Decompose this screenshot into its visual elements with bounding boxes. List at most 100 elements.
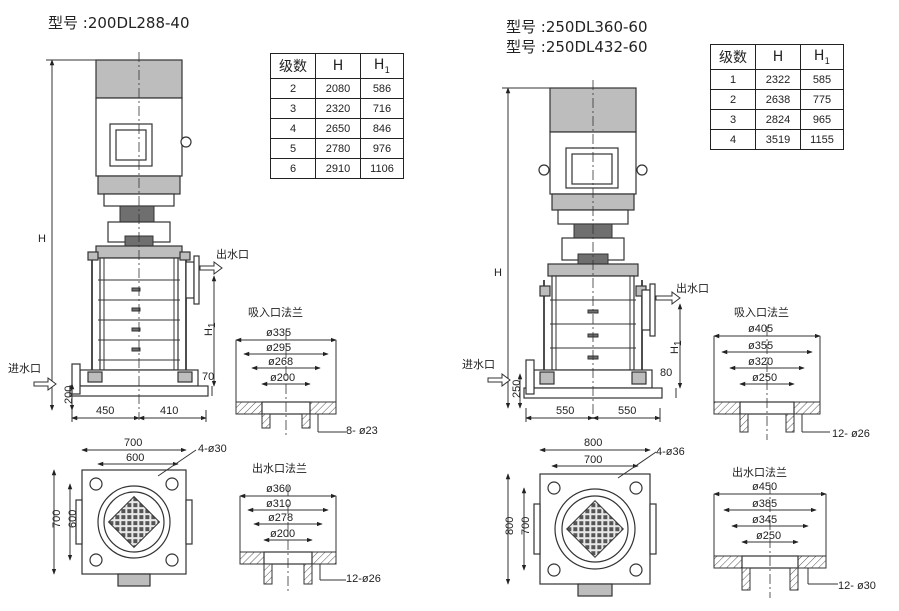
right-suction-d1: ø405 <box>748 323 773 335</box>
right-dim-550b: 550 <box>618 405 636 417</box>
left-discharge-d3: ø278 <box>268 512 293 524</box>
left-outlet-arrow <box>199 261 223 275</box>
right-dim-80: 80 <box>660 367 672 379</box>
left-discharge-d4: ø200 <box>270 528 295 540</box>
right-bolt-label: 4-ø36 <box>656 446 685 458</box>
left-H1-label: H1 <box>203 322 218 336</box>
right-discharge-d4: ø250 <box>756 530 781 542</box>
right-discharge-holes: 12- ø30 <box>838 580 876 592</box>
table-cell: 4 <box>710 129 756 150</box>
table-cell: 976 <box>360 138 404 159</box>
right-suction-holes: 12- ø26 <box>832 428 870 440</box>
right-pump-group: 型号 :250DL360-60 型号 :250DL432-60 H <box>462 18 876 598</box>
left-dim-600-left: 600 <box>67 510 79 528</box>
left-discharge-d2: ø310 <box>266 498 291 510</box>
right-pump-body <box>539 275 656 382</box>
table-cell: 2824 <box>755 109 801 130</box>
left-H-label: H <box>38 233 46 245</box>
left-pump-body <box>87 251 200 378</box>
right-motor <box>538 87 648 225</box>
left-table-header-row: 级数 H H1 <box>270 53 404 79</box>
left-discharge-d1: ø360 <box>266 483 291 495</box>
left-inlet-label: 进水口 <box>8 362 41 375</box>
table-cell: 3 <box>710 109 756 130</box>
left-dim-700-top: 700 <box>124 437 142 449</box>
left-dim-450: 450 <box>96 405 114 417</box>
right-H1-label: H1 <box>669 340 684 354</box>
right-plan-view: 800 700 4-ø36 800 700 <box>504 437 685 597</box>
left-suction-d4: ø200 <box>270 372 295 384</box>
right-suction-d2: ø355 <box>748 340 773 352</box>
table-cell: 2 <box>270 78 316 99</box>
table-cell: 3519 <box>755 129 801 150</box>
right-outlet-arrow <box>655 291 681 305</box>
table-cell: 965 <box>800 109 844 130</box>
right-dim-800-left: 800 <box>504 517 516 535</box>
left-plan-view: 700 600 4-ø30 700 600 <box>51 437 227 587</box>
table-cell: 2910 <box>315 158 361 179</box>
right-discharge-title: 出水口法兰 <box>732 465 787 479</box>
left-discharge-flange: 出水口法兰 ø360 ø310 ø278 ø200 12-ø26 <box>239 461 381 592</box>
table-cell: 2780 <box>315 138 361 159</box>
left-suction-flange: 吸入口法兰 ø335 ø295 ø268 ø200 8- ø23 <box>235 305 378 437</box>
left-suction-holes: 8- ø23 <box>346 425 378 437</box>
table-cell: 2638 <box>755 89 801 110</box>
right-dim-550a: 550 <box>556 405 574 417</box>
left-table-header-stages: 级数 <box>270 53 316 79</box>
table-cell: 2322 <box>755 69 801 90</box>
table-cell: 2650 <box>315 118 361 139</box>
table-cell: 2080 <box>315 78 361 99</box>
right-dim-250: 250 <box>511 380 523 398</box>
left-dim-410: 410 <box>160 405 178 417</box>
left-inlet-arrow <box>33 377 57 391</box>
right-model-label-2: 型号 :250DL432-60 <box>506 38 648 56</box>
right-dim-700-left: 700 <box>520 517 532 535</box>
table-cell: 716 <box>360 98 404 119</box>
right-discharge-d1: ø450 <box>752 481 777 493</box>
table-cell: 4 <box>270 118 316 139</box>
left-dim-600-top: 600 <box>126 452 144 464</box>
table-cell: 585 <box>800 69 844 90</box>
right-table-header-H1: H1 <box>800 44 844 70</box>
left-table-header-H1: H1 <box>360 53 404 79</box>
right-dim-700-top: 700 <box>584 454 602 466</box>
left-suction-d2: ø295 <box>266 342 291 354</box>
right-inlet-label: 进水口 <box>462 358 495 371</box>
right-discharge-d3: ø345 <box>752 514 777 526</box>
right-inlet-arrow <box>487 373 511 387</box>
right-discharge-d2: ø385 <box>752 498 777 510</box>
right-suction-d3: ø320 <box>748 356 773 368</box>
table-cell: 1 <box>710 69 756 90</box>
left-bolt-label: 4-ø30 <box>198 443 227 455</box>
table-cell: 846 <box>360 118 404 139</box>
left-suction-d3: ø268 <box>268 356 293 368</box>
right-dim-800-top: 800 <box>584 437 602 449</box>
left-motor <box>95 59 192 207</box>
left-discharge-holes: 12-ø26 <box>346 573 381 585</box>
table-cell: 3 <box>270 98 316 119</box>
right-suction-d4: ø250 <box>752 372 777 384</box>
left-discharge-title: 出水口法兰 <box>252 461 307 475</box>
table-cell: 775 <box>800 89 844 110</box>
table-cell: 5 <box>270 138 316 159</box>
right-H-label: H <box>494 267 502 279</box>
left-pump-group: 型号 :200DL288-40 H <box>8 14 381 592</box>
table-cell: 1106 <box>360 158 404 179</box>
right-table-header-H: H <box>755 44 801 70</box>
left-suction-title: 吸入口法兰 <box>248 305 303 319</box>
table-cell: 2320 <box>315 98 361 119</box>
left-model-label: 型号 :200DL288-40 <box>48 14 190 32</box>
right-table-header-stages: 级数 <box>710 44 756 70</box>
right-suction-flange: 吸入口法兰 ø405 ø355 ø320 ø250 12- ø26 <box>713 305 870 440</box>
